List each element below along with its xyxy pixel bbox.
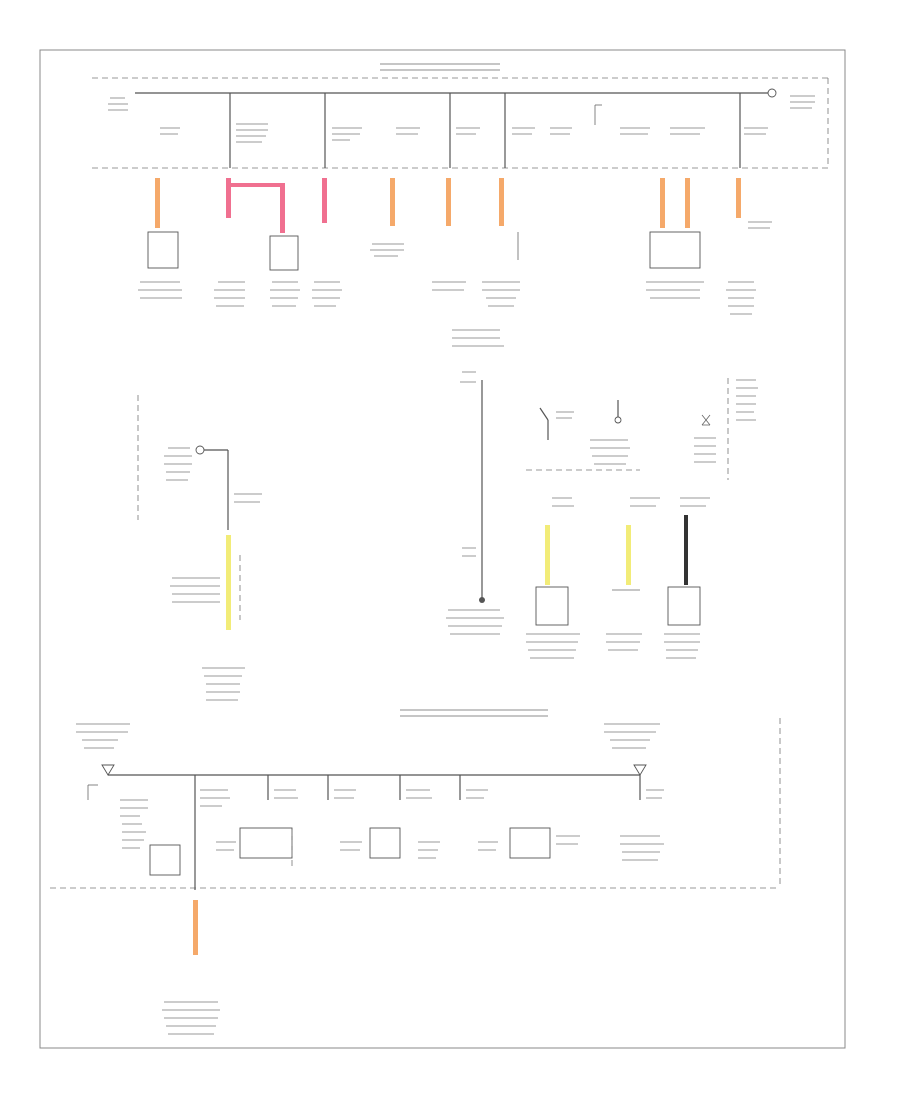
component-box-8 — [649, 231, 701, 269]
wire-orange-7 — [499, 178, 504, 226]
component-box-trans — [535, 586, 569, 626]
top-ground-symbol — [767, 88, 777, 98]
wire-orange-8a — [660, 178, 665, 228]
wire-yellow-center — [545, 525, 550, 585]
wire-orange-1 — [155, 178, 160, 228]
wire-yellow-right — [626, 525, 631, 585]
component-box-3 — [269, 235, 299, 271]
top-branch-wires — [147, 178, 741, 271]
bottom-ground-right — [633, 764, 647, 776]
wire-orange-6 — [446, 178, 451, 226]
middle-section — [137, 329, 758, 701]
wire-orange-8b — [685, 178, 690, 228]
wire-orange-9 — [736, 178, 741, 218]
center-ground-node — [479, 597, 485, 603]
component-box-1 — [147, 231, 179, 269]
wire-pink-2-branch — [226, 183, 284, 187]
wire-orange-5 — [390, 178, 395, 226]
bottom-relay-1 — [239, 827, 293, 859]
bottom-component-box — [149, 844, 181, 876]
wire-pink-4 — [322, 178, 327, 223]
wire-dark-right — [684, 515, 688, 585]
wire-pink-3 — [280, 183, 285, 233]
bottom-fuse-block — [50, 709, 781, 1035]
bottom-ground-left — [101, 764, 115, 776]
fuse-drop-lines — [229, 93, 741, 168]
left-connector-symbol — [195, 445, 205, 455]
top-component-labels — [138, 221, 772, 315]
wire-yellow-left — [226, 535, 231, 630]
page-border — [39, 49, 846, 1049]
bottom-relay-2 — [369, 827, 401, 859]
wire-pink-2 — [226, 178, 231, 218]
top-fuse-block — [92, 63, 829, 169]
wire-orange-bottom — [193, 900, 198, 955]
fuse-labels — [108, 95, 815, 143]
component-box-right — [667, 586, 701, 626]
bottom-relay-3 — [509, 827, 551, 859]
